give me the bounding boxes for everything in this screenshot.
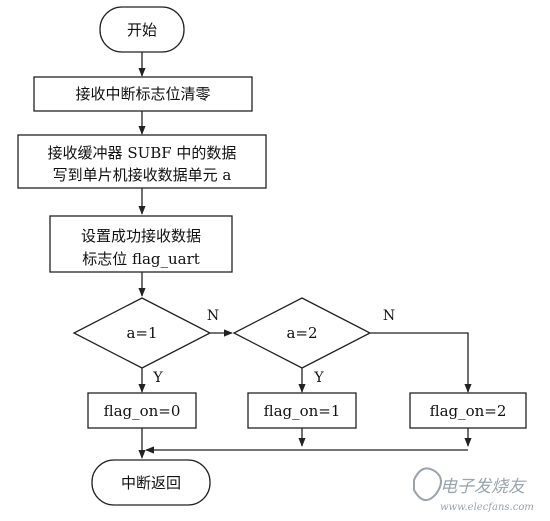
- flag-on-2-label: flag_on=2: [430, 402, 507, 420]
- step3-label-line1: 设置成功接收数据: [81, 227, 201, 245]
- start-label: 开始: [127, 21, 157, 39]
- decision2-diamond: [232, 297, 372, 369]
- step3-box: [49, 215, 233, 273]
- decision1-no-label: N: [207, 308, 219, 324]
- decision2-yes-label: Y: [313, 370, 324, 386]
- step1-label: 接收中断标志位清零: [75, 85, 210, 103]
- edge-decision2-no: [370, 332, 472, 393]
- flag-on-1-box: [247, 392, 357, 429]
- step2-label-line1: 接收缓冲器 SUBF 中的数据: [48, 144, 237, 162]
- decision1-yes-label: Y: [152, 370, 163, 386]
- step2-label-line2: 写到单片机接收数据单元 a: [53, 166, 232, 184]
- decision1-diamond: [72, 297, 212, 369]
- decision2-no-label: N: [383, 308, 395, 324]
- end-label: 中断返回: [121, 474, 181, 492]
- watermark: 电子发烧友 www.elecfans.com: [413, 467, 534, 513]
- flag-on-0-box: [87, 392, 197, 429]
- decision2-label: a=2: [286, 324, 317, 342]
- watermark-logo-icon: [413, 467, 442, 501]
- flag-on-1-label: flag_on=1: [264, 402, 341, 420]
- start-terminator: [99, 6, 185, 53]
- flag-on-2-box: [409, 392, 527, 429]
- watermark-url: www.elecfans.com: [440, 502, 534, 513]
- step2-box: [17, 134, 267, 189]
- step1-box: [33, 76, 253, 112]
- flag-on-0-label: flag_on=0: [104, 402, 181, 420]
- decision1-label: a=1: [126, 324, 157, 342]
- watermark-text: 电子发烧友: [440, 477, 527, 497]
- end-terminator: [91, 459, 211, 506]
- step3-label-line2: 标志位 flag_uart: [82, 250, 200, 268]
